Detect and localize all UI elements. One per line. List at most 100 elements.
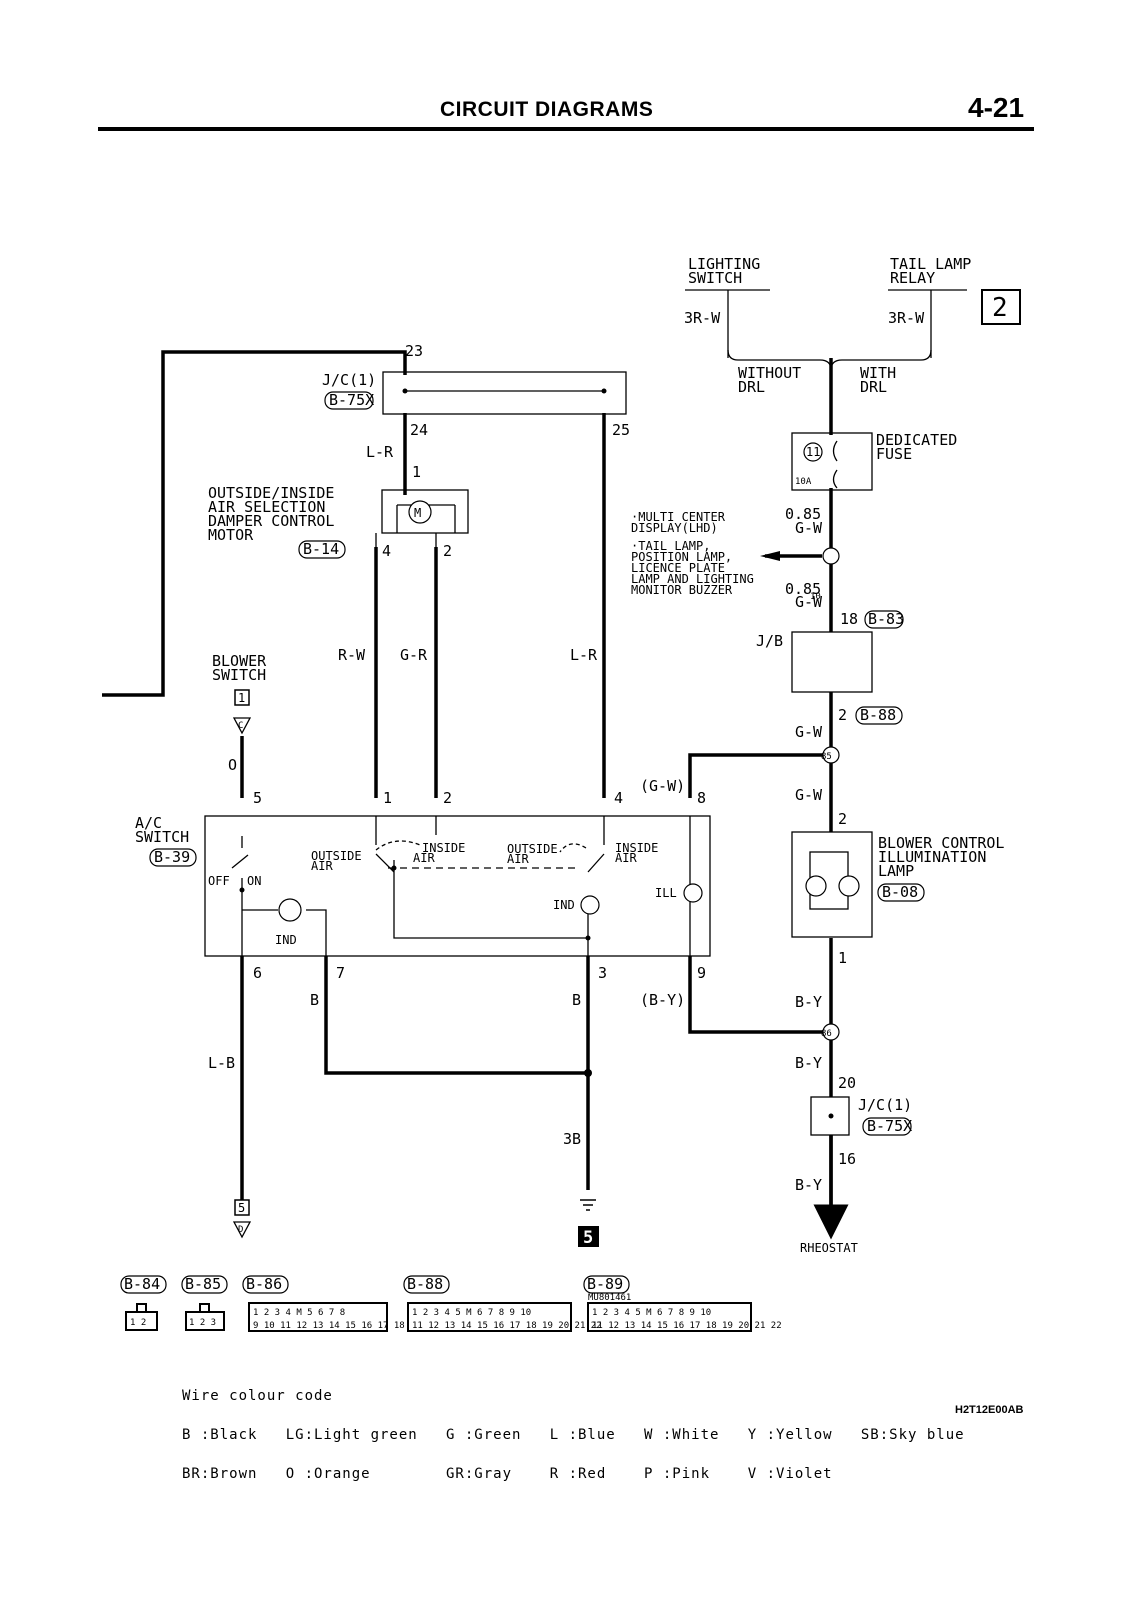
connector-legend bbox=[120, 1275, 752, 1332]
wire-by-a: B-Y bbox=[795, 993, 822, 1011]
dedicated-fuse: DEDICATED bbox=[876, 431, 957, 449]
wire-3rw-right: 3R-W bbox=[888, 309, 925, 327]
ground-ref-box bbox=[578, 1226, 599, 1247]
wire-lr-top: L-R bbox=[366, 443, 394, 461]
conn-b14-box bbox=[298, 540, 346, 559]
pin-85: 85 bbox=[821, 752, 832, 762]
wire-gr: G-R bbox=[400, 646, 428, 664]
inside-air-1b: AIR bbox=[413, 851, 435, 865]
wire-by-c: B-Y bbox=[795, 1176, 822, 1194]
damper-motor-label: OUTSIDE/INSIDE AIR SELECTION DAMPER CONT… bbox=[208, 484, 334, 544]
ground-icon bbox=[580, 1199, 596, 1211]
wire-b-right: B bbox=[572, 991, 581, 1009]
pin-3: 3 bbox=[598, 964, 607, 982]
conn-b88-box bbox=[855, 706, 903, 725]
pin-4-motor: 4 bbox=[382, 542, 391, 560]
part-number: MU801461 bbox=[588, 1293, 631, 1303]
wire-lr: L-R bbox=[570, 646, 598, 664]
node-86-icon bbox=[822, 1023, 840, 1041]
illum-lamp-right-icon bbox=[838, 875, 860, 897]
wire-085-b: 0.85 bbox=[785, 580, 821, 598]
wire-by-b: B-Y bbox=[795, 1054, 822, 1072]
arrow-icon bbox=[760, 551, 780, 561]
conn-b88-legend: B-88 bbox=[407, 1275, 443, 1293]
ac-switch-label-2: SWITCH bbox=[135, 828, 189, 846]
pin-2-jb: 2 bbox=[838, 706, 847, 724]
pin-2: 2 bbox=[443, 789, 452, 807]
page-title: CIRCUIT DIAGRAMS bbox=[440, 98, 654, 121]
svg-text:LAMP AND LIGHTING: LAMP AND LIGHTING bbox=[631, 572, 754, 586]
legend-title: Wire colour code bbox=[182, 1388, 333, 1404]
conn-b86: B-86 bbox=[246, 1275, 282, 1293]
svg-text:MONITOR BUZZER: MONITOR BUZZER bbox=[631, 583, 733, 597]
fuse-rating: 10A bbox=[795, 477, 812, 487]
blower-ref-box bbox=[234, 689, 250, 706]
conn-b39-box bbox=[149, 848, 197, 867]
conn-b83: B-83 bbox=[868, 610, 904, 628]
pin-10: 10 bbox=[810, 592, 821, 602]
wire-colour-legend: Wire colour code B :Black LG:Light green… bbox=[182, 1364, 965, 1494]
ind-lamp-icon-2 bbox=[580, 895, 600, 915]
wire-gw-d: G-W bbox=[795, 786, 823, 804]
page-ref-box bbox=[981, 289, 1021, 325]
pin-18: 18 bbox=[840, 610, 858, 628]
conn-b84: B-84 bbox=[124, 1275, 160, 1293]
svg-text:BLOWER CONTROL: BLOWER CONTROL bbox=[878, 834, 1004, 852]
outside-air-2: OUTSIDE bbox=[507, 842, 558, 856]
pin-6: 6 bbox=[253, 964, 262, 982]
wire-rw: R-W bbox=[338, 646, 366, 664]
pin-7: 7 bbox=[336, 964, 345, 982]
fuse-number: 11 bbox=[806, 445, 820, 459]
outside-air-2b: AIR bbox=[507, 852, 529, 866]
legend-row-2: BR:Brown O :Orange GR:Gray R :Red P :Pin… bbox=[182, 1466, 833, 1482]
node-85-icon bbox=[822, 746, 840, 764]
tail-lamp-relay-label: TAIL LAMP bbox=[890, 255, 971, 273]
wire-gw-b: G-W bbox=[795, 593, 823, 611]
ill-lamp-icon bbox=[683, 883, 703, 903]
pin-8: 8 bbox=[697, 789, 706, 807]
fuse-icon bbox=[832, 440, 838, 489]
blower-ctrl-lamp-label: BLOWER CONTROL ILLUMINATION LAMP bbox=[878, 834, 1004, 880]
blower-switch-label: BLOWER bbox=[212, 652, 267, 670]
conn-b85: B-85 bbox=[185, 1275, 221, 1293]
pin-16: 16 bbox=[838, 1150, 856, 1168]
pin-24: 24 bbox=[410, 421, 428, 439]
lighting-switch-label-2: SWITCH bbox=[688, 269, 742, 287]
ind-label-2: IND bbox=[553, 898, 575, 912]
with-drl: WITH bbox=[860, 364, 896, 382]
lighting-switch-label: LIGHTING bbox=[688, 255, 760, 273]
blower-ref-bottom-letter: D bbox=[238, 1225, 243, 1235]
jc1-top-label: J/C(1) bbox=[322, 371, 376, 389]
svg-text:AIR SELECTION: AIR SELECTION bbox=[208, 498, 325, 516]
conn-b75x-top: B-75X bbox=[329, 391, 374, 409]
wire-by-paren: (B-Y) bbox=[640, 991, 685, 1009]
wire-gw-paren: (G-W) bbox=[640, 777, 685, 795]
legend-row-1: B :Black LG:Light green G :Green L :Blue… bbox=[182, 1427, 965, 1443]
ill-label: ILL bbox=[655, 886, 677, 900]
without-drl-2: DRL bbox=[738, 378, 765, 396]
rheostat-label: RHEOSTAT bbox=[800, 1241, 858, 1255]
inside-air-1: INSIDE bbox=[422, 841, 465, 855]
junction-nodes bbox=[278, 442, 860, 1041]
svg-text:11 12 13 14 15 16 17 18 19 20: 11 12 13 14 15 16 17 18 19 20 21 22 bbox=[592, 1321, 782, 1331]
svg-text:1 2 3 4 5 M 6 7 8 9 10: 1 2 3 4 5 M 6 7 8 9 10 bbox=[412, 1308, 531, 1318]
blower-ref-bottom-box bbox=[234, 1199, 250, 1216]
pin-86: 86 bbox=[821, 1029, 832, 1039]
conn-b88: B-88 bbox=[860, 706, 896, 724]
pin-5: 5 bbox=[253, 789, 262, 807]
ind-label: IND bbox=[275, 933, 297, 947]
pin-1-lamp: 1 bbox=[838, 949, 847, 967]
svg-text:1 2: 1 2 bbox=[130, 1318, 146, 1328]
wire-o: O bbox=[228, 756, 237, 774]
blower-ref-top-letter: C bbox=[238, 721, 243, 731]
pin-1-motor: 1 bbox=[412, 463, 421, 481]
conn-b75x-box bbox=[324, 391, 374, 410]
without-drl: WITHOUT bbox=[738, 364, 801, 382]
pin-4: 4 bbox=[614, 789, 623, 807]
conn-b75x-bottom: B-75X bbox=[867, 1117, 912, 1135]
motor-symbol: M bbox=[414, 506, 421, 520]
svg-text:DAMPER CONTROL: DAMPER CONTROL bbox=[208, 512, 334, 530]
svg-text:OUTSIDE/INSIDE: OUTSIDE/INSIDE bbox=[208, 484, 334, 502]
svg-text:1 2 3: 1 2 3 bbox=[189, 1318, 216, 1328]
